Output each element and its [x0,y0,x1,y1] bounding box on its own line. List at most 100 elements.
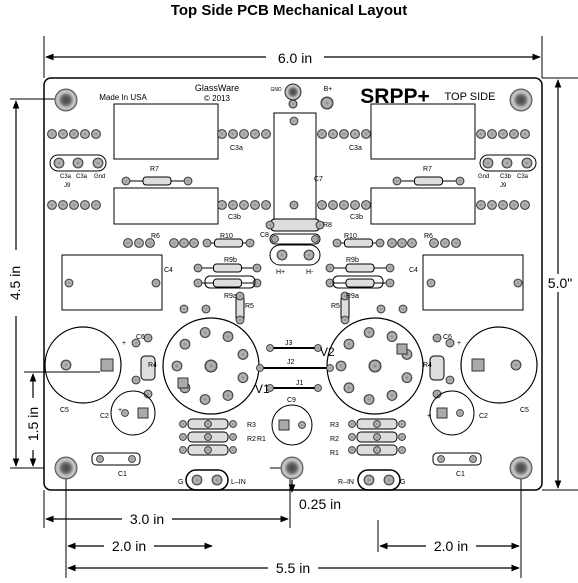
c9-body [271,404,313,446]
pad [179,338,191,350]
l-in-connector [185,469,229,491]
pad [271,235,279,243]
top-side-text: TOP SIDE [445,91,496,103]
v1-label: V1 [255,382,270,396]
c4-left-body [61,254,163,311]
pad [145,238,155,248]
pad [199,327,211,338]
pad [289,200,299,210]
v2-pin1 [396,343,408,355]
pad [47,129,57,139]
r7-right-label: R7 [423,166,432,173]
dim-width-label: 6.0 in [278,50,312,66]
pad [96,455,104,463]
c1-left-label: C1 [118,471,127,478]
pad [69,200,79,210]
pad [92,157,104,169]
c3a-right-body [370,103,476,160]
pad [487,129,497,139]
r6-left-label: R6 [151,233,160,240]
pad [375,238,385,248]
pad [91,129,101,139]
pad [328,129,338,139]
pad [211,474,223,486]
r9a-right-top [345,278,375,288]
c7-label: C7 [314,176,323,183]
pad [520,200,530,210]
c5-left-body [44,326,122,404]
dim-height-label: 5.0" [548,275,572,291]
made-in-usa-text: Made In USA [99,93,147,102]
g-right-label: G [400,479,405,486]
pad [250,129,260,139]
j9-left-header [49,154,107,172]
j9-left-label: J9 [64,183,71,189]
r9b-right [345,263,375,273]
r9a-right-label: R9a [346,293,359,300]
l-in-label: L–IN [231,479,246,486]
r8-body [269,218,321,232]
pad [429,238,439,248]
c3b-right-label: C3b [350,214,363,221]
r7-left-label: R7 [150,166,159,173]
r9a-left-top [213,278,242,288]
pad [513,278,523,288]
pad [250,200,260,210]
r-in-connector [357,469,401,491]
pad [317,129,327,139]
pad [143,333,153,343]
pad [328,200,338,210]
c9-label: C9 [287,397,296,404]
page-title: Top Side PCB Mechanical Layout [170,2,408,19]
dim-025-label: 0.25 in [299,496,341,512]
pad [222,390,234,401]
pad [363,394,375,405]
pad [169,238,179,248]
r10-left [214,238,243,248]
pad [204,433,212,441]
pad [387,238,397,248]
pad [121,176,131,186]
c5-left-pad [100,358,114,372]
pad [80,200,90,210]
pad [229,446,237,454]
r3-left-label: R3 [247,422,256,429]
c3a-right-label: C3a [349,145,362,152]
pad [235,291,245,301]
pad [204,446,212,454]
r9a-left-outline [204,275,256,289]
plus-left-1: + [122,340,126,347]
dim-hole-span-label: 4.5 in [7,266,23,300]
pad [80,129,90,139]
r5-left-label: R5 [245,303,254,310]
pad [91,200,101,210]
pad [332,238,342,248]
v2-label: V2 [320,345,335,359]
r4-right-body [429,355,445,381]
pad [407,238,417,248]
r9a-left-label: R9a [224,293,237,300]
c2-left-label: C2 [100,413,109,420]
r7-left [142,176,172,186]
pad [179,420,187,428]
pad [392,176,402,186]
v2-socket-center [368,359,382,373]
brand-text: GlassWare [195,83,239,93]
pad [69,129,79,139]
c2-right-body [429,390,475,436]
j9-right-header [479,154,537,172]
pad [509,129,519,139]
pad [151,278,161,288]
pad [237,349,249,360]
pad [131,338,141,348]
c1-left-body [91,452,141,466]
gnd-top-label: GND [270,87,282,93]
v1-socket-center [204,359,218,373]
pad [237,372,249,384]
c3b-small-label-1: C3b [500,174,512,180]
pad [265,220,275,230]
pad [121,409,129,417]
dim-3in-label: 3.0 in [130,511,164,527]
c5-right-pad [471,358,485,372]
plus-right-1: + [457,340,461,347]
